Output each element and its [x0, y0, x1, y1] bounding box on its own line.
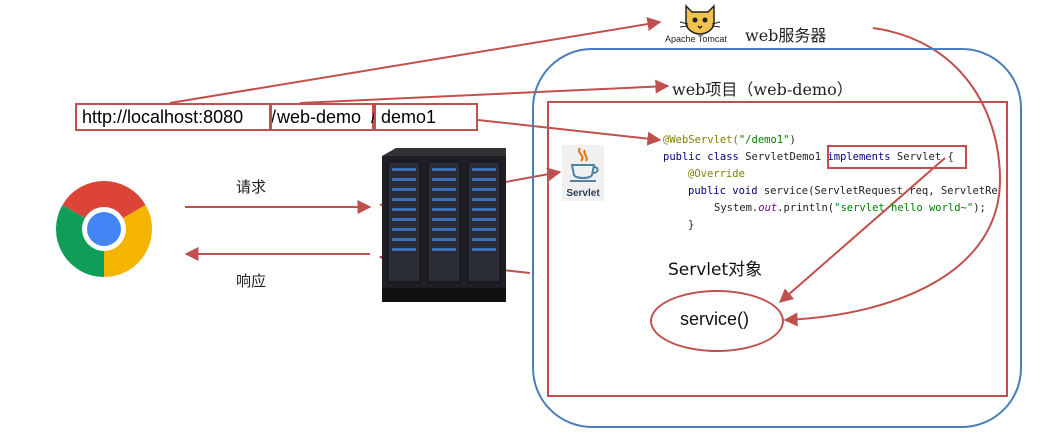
servlet-object-label: Servlet对象 — [668, 260, 763, 280]
code-line-class: public class ServletDemo1 implements Ser… — [663, 151, 954, 163]
java-servlet-logo: Servlet — [562, 145, 604, 201]
service-method-ellipse — [650, 290, 784, 352]
tomcat-cat-icon — [679, 4, 721, 35]
url-separator: / — [271, 107, 277, 127]
code-line-annotation: @WebServlet("/demo1") — [663, 134, 796, 146]
code-line-println: System.out.println("servlet hello world~… — [714, 202, 986, 214]
web-project-container — [532, 48, 1022, 428]
chrome-browser-icon — [55, 180, 153, 277]
web-server-label: web服务器 — [745, 26, 827, 45]
code-line-close-brace: } — [688, 219, 695, 231]
arrow-implements-to-service — [778, 157, 946, 303]
url-base-box: http://localhost:8080 — [75, 103, 271, 131]
service-method-label: service() — [680, 309, 750, 329]
code-line-service: public void service(ServletRequest req, … — [688, 185, 998, 197]
server-rack-icon — [382, 148, 506, 302]
servlet-code-snippet: @WebServlet("/demo1") public class Servl… — [655, 130, 1005, 240]
java-cup-icon — [570, 147, 599, 182]
code-line-override: @Override — [688, 168, 745, 180]
arrow-web-server-to-service — [783, 27, 1002, 327]
url-project-box: web-demo — [270, 103, 374, 131]
url-separator: / — [371, 107, 377, 127]
java-logo-caption: Servlet — [566, 188, 600, 199]
arrow-to-servlet-annotation — [477, 119, 662, 146]
tomcat-brand-text: Apache Tomcat — [665, 34, 727, 44]
url-path-box: demo1 — [374, 103, 478, 131]
arrow-to-web-project — [299, 79, 670, 104]
web-project-label: web项目（web-demo） — [672, 80, 853, 99]
servlet-container — [547, 101, 1008, 397]
implements-highlight-box — [827, 145, 967, 169]
arrow-to-web-server — [169, 17, 662, 104]
response-label: 响应 — [236, 272, 267, 290]
request-label: 请求 — [236, 178, 267, 196]
